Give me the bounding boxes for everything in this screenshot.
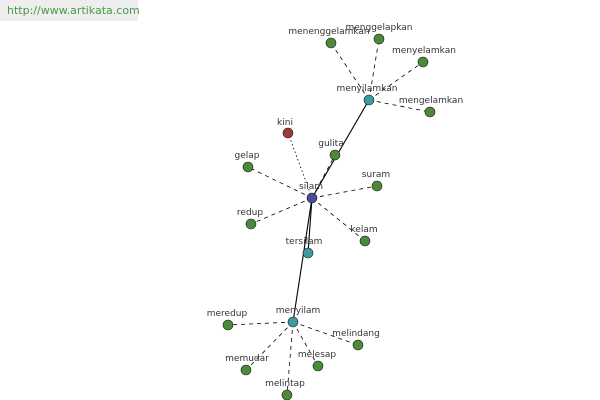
nodes-layer: silam menyilamkan tersilam menyilam kini guli… [207,23,463,400]
edge-menyilamkan-menyelamkan [368,61,424,101]
node-dot-mengelamkan[interactable] [424,106,436,118]
node-dot-redup[interactable] [245,218,257,230]
edge-silam-tersilam [307,197,313,254]
node-dot-menyelamkan[interactable] [417,56,429,68]
node-label-suram: suram [362,170,390,180]
node-dot-gulita[interactable] [329,149,341,161]
node-label-menenggelamkan: menenggelamkan [288,27,369,37]
node-dot-melindang[interactable] [352,339,364,351]
edge-silam-kelam [311,197,366,242]
node-label-gulita: gulita [318,139,343,149]
edge-silam-suram [311,185,378,199]
edge-silam-gulita [311,154,336,199]
node-menyelamkan[interactable]: menyelamkan [392,46,456,68]
node-mengelamkan[interactable]: mengelamkan [399,96,463,118]
node-menggelapkan[interactable]: menggelapkan [346,23,413,45]
node-label-memudar: memudar [225,354,269,364]
node-melesap[interactable]: melesap [298,350,337,372]
node-dot-meredup[interactable] [222,319,234,331]
node-gulita[interactable]: gulita [318,139,344,161]
edges-layer [227,38,431,396]
node-dot-melintap[interactable] [281,389,293,400]
node-label-menyilam: menyilam [276,306,321,316]
edge-silam-gelap [247,166,313,199]
node-label-silam: silam [299,182,323,192]
node-dot-kelam[interactable] [359,235,371,247]
node-menyilam[interactable]: menyilam [276,306,321,328]
node-silam[interactable]: silam [299,182,323,204]
watermark-text: http://www.artikata.com [7,4,140,17]
node-dot-gelap[interactable] [242,161,254,173]
node-dot-tersilam[interactable] [302,247,314,259]
node-label-kini: kini [277,118,293,128]
node-memudar[interactable]: memudar [225,354,269,376]
watermark-banner: http://www.artikata.com [0,0,140,21]
node-menenggelamkan[interactable]: menenggelamkan [288,27,370,49]
node-tersilam[interactable]: tersilam [286,237,323,259]
edge-menyilam-melindang [292,321,359,346]
node-suram[interactable]: suram [362,170,390,192]
node-redup[interactable]: redup [237,208,263,230]
node-melintap[interactable]: melintap [265,379,305,400]
edge-menyilam-meredup [227,321,294,326]
node-label-melesap: melesap [298,350,337,360]
edge-menyilamkan-menenggelamkan [330,42,370,101]
node-label-kelam: kelam [350,225,377,235]
node-dot-memudar[interactable] [240,364,252,376]
node-label-menggelapkan: menggelapkan [346,23,413,33]
node-dot-menyilam[interactable] [287,316,299,328]
node-dot-menyilamkan[interactable] [363,94,375,106]
node-label-menyelamkan: menyelamkan [392,46,456,56]
node-kini[interactable]: kini [277,118,294,139]
edge-menyilam-memudar [245,321,294,371]
node-label-menyilamkan: menyilamkan [337,84,398,94]
node-label-gelap: gelap [235,151,260,161]
edge-menyilamkan-menggelapkan [368,38,380,101]
node-label-tersilam: tersilam [286,237,323,247]
node-dot-menenggelamkan[interactable] [325,37,337,49]
node-gelap[interactable]: gelap [235,151,260,173]
node-menyilamkan[interactable]: menyilamkan [337,84,398,106]
node-dot-melesap[interactable] [312,360,324,372]
node-dot-kini[interactable] [282,127,294,139]
node-kelam[interactable]: kelam [350,225,378,247]
edge-silam-redup [250,197,313,225]
node-dot-menggelapkan[interactable] [373,33,385,45]
node-melindang[interactable]: melindang [332,329,380,351]
node-meredup[interactable]: meredup [207,309,248,331]
node-label-mengelamkan: mengelamkan [399,96,463,106]
edge-silam-menyilam [292,197,313,323]
node-dot-silam[interactable] [306,192,318,204]
node-label-melintap: melintap [265,379,305,389]
edge-menyilamkan-mengelamkan [368,99,431,113]
node-label-redup: redup [237,208,263,218]
edge-silam-menyilamkan [311,99,370,199]
node-label-meredup: meredup [207,309,248,319]
node-label-melindang: melindang [332,329,380,339]
edge-menyilam-melesap [292,321,319,367]
node-dot-suram[interactable] [371,180,383,192]
